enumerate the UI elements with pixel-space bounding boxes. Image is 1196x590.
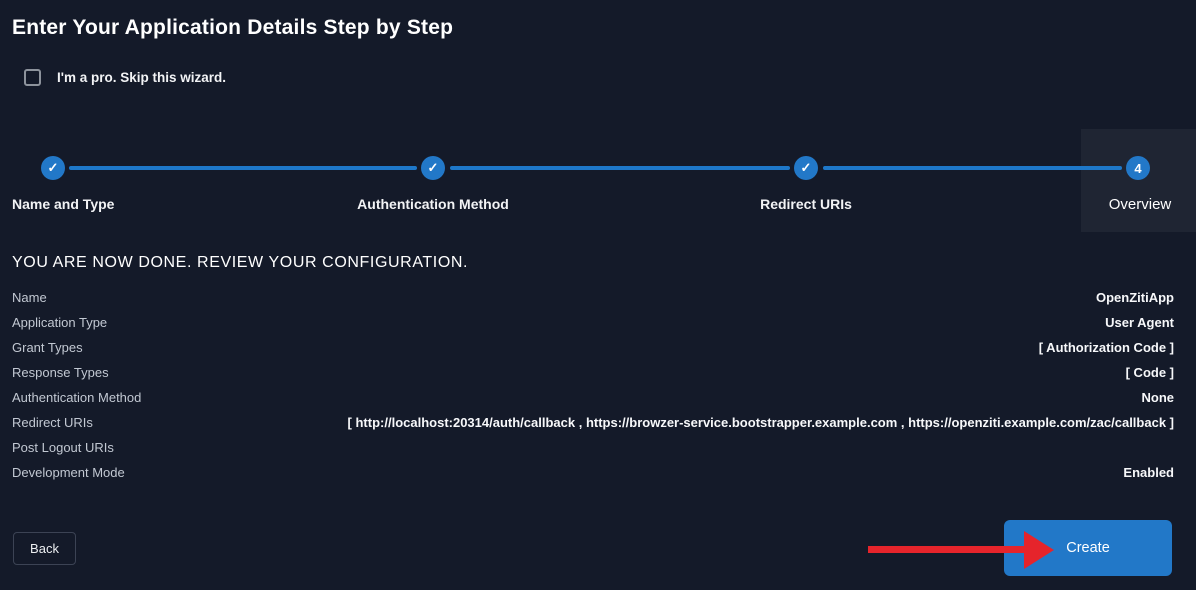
stepper-connector-1 [69,166,417,170]
review-row-post-logout-uris: Post Logout URIs [12,435,1174,460]
review-row-label: Response Types [12,365,109,380]
review-row-label: Authentication Method [12,390,142,405]
skip-wizard-label: I'm a pro. Skip this wizard. [57,70,226,85]
review-row-value: [ http://localhost:20314/auth/callback ,… [347,415,1174,430]
step-1-circle-check-icon[interactable]: ✓ [41,156,65,180]
review-row-value: Enabled [1123,465,1174,480]
review-row-value: [ Code ] [1125,365,1174,380]
review-row-label: Application Type [12,315,108,330]
review-heading: YOU ARE NOW DONE. REVIEW YOUR CONFIGURAT… [12,254,469,271]
review-row-authentication-method: Authentication Method None [12,385,1174,410]
review-row-value: OpenZitiApp [1096,290,1174,305]
step-label-redirect-uris: Redirect URIs [760,196,852,212]
step-label-authentication-method: Authentication Method [357,196,509,212]
review-row-development-mode: Development Mode Enabled [12,460,1174,485]
review-row-label: Post Logout URIs [12,440,114,455]
step-2-circle-check-icon[interactable]: ✓ [421,156,445,180]
page-title: Enter Your Application Details Step by S… [12,16,454,39]
review-row-name: Name OpenZitiApp [12,285,1174,310]
annotation-arrow-icon [1024,531,1054,569]
back-button[interactable]: Back [13,532,76,565]
review-row-label: Redirect URIs [12,415,93,430]
active-step-highlight [1081,129,1196,232]
review-row-label: Development Mode [12,465,125,480]
step-3-circle-check-icon[interactable]: ✓ [794,156,818,180]
review-row-label: Name [12,290,47,305]
review-row-label: Grant Types [12,340,83,355]
stepper-connector-2 [450,166,790,170]
review-row-redirect-uris: Redirect URIs [ http://localhost:20314/a… [12,410,1174,435]
review-rows: Name OpenZitiApp Application Type User A… [12,285,1174,485]
skip-wizard-checkbox[interactable] [24,69,41,86]
review-row-response-types: Response Types [ Code ] [12,360,1174,385]
review-row-value: User Agent [1105,315,1174,330]
review-row-value: None [1141,390,1175,405]
step-label-overview: Overview [1108,196,1172,213]
review-row-application-type: Application Type User Agent [12,310,1174,335]
skip-wizard-checkbox-row[interactable]: I'm a pro. Skip this wizard. [24,69,226,86]
step-4-circle-number[interactable]: 4 [1126,156,1150,180]
step-label-name-and-type: Name and Type [12,196,115,212]
stepper-connector-3 [823,166,1122,170]
review-row-grant-types: Grant Types [ Authorization Code ] [12,335,1174,360]
review-row-value: [ Authorization Code ] [1038,340,1174,355]
annotation-arrow-tail [868,546,1026,553]
